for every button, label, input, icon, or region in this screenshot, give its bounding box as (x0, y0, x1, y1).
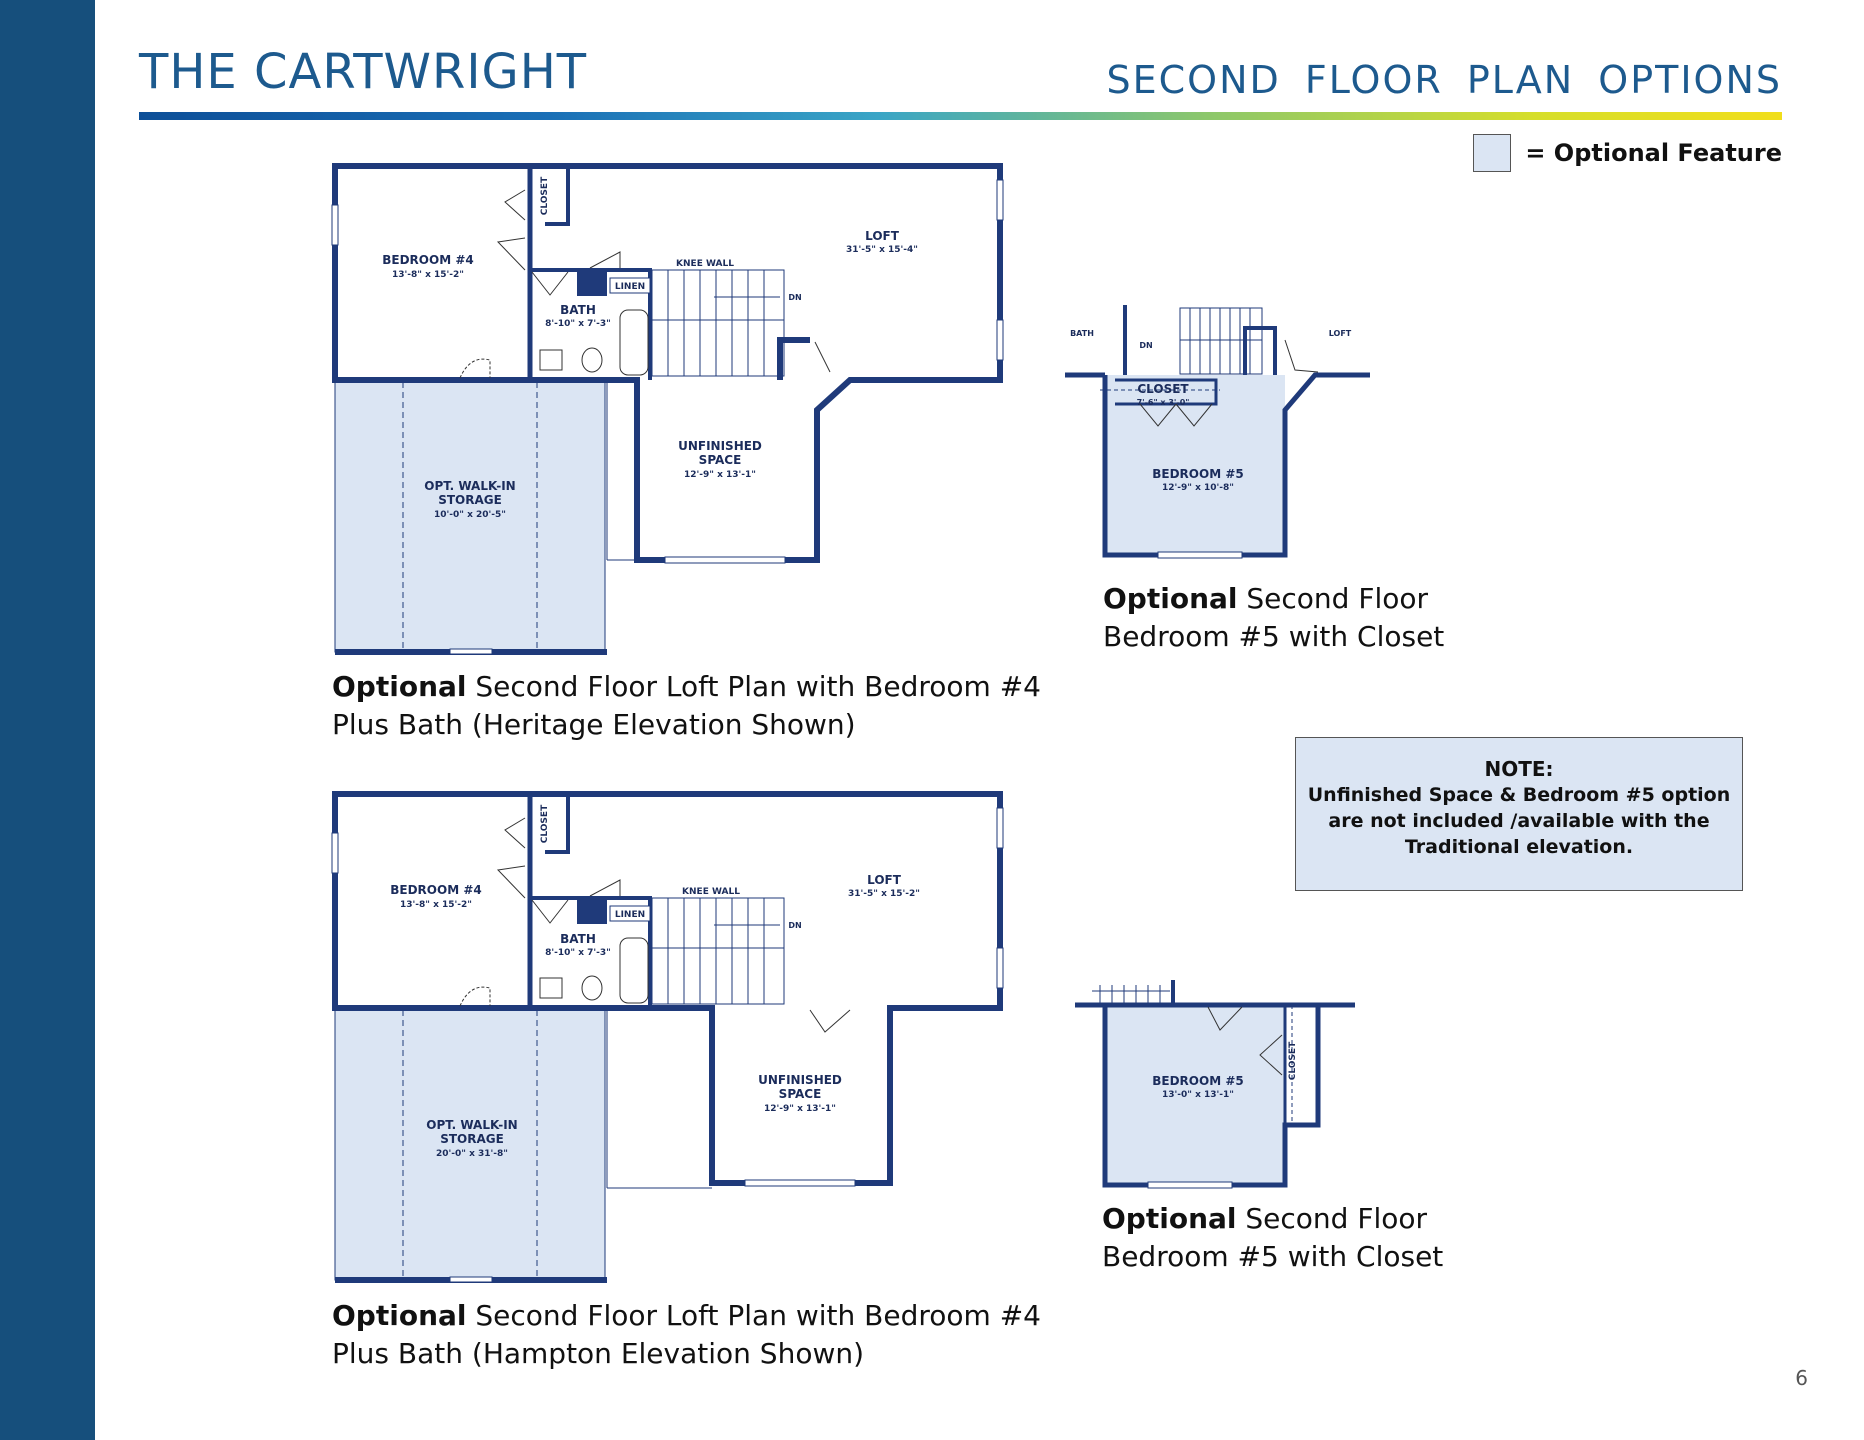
floor-plan-hampton: BEDROOM #4 13'-8" x 15'-2" CLOSET LINEN … (331, 791, 1004, 1283)
storage-label-2: STORAGE (440, 1132, 504, 1146)
unfinished-label-2: SPACE (779, 1087, 822, 1101)
bedroom4-size: 13'-8" x 15'-2" (400, 900, 472, 910)
caption-bed5-a: Optional Second Floor Bedroom #5 with Cl… (1103, 580, 1444, 656)
loft-size: 31'-5" x 15'-2" (848, 889, 920, 899)
bath-label: BATH (560, 303, 596, 317)
bedroom5-option-a: BATH DN LOFT CLOSET 7'-6" x 3'-0" BEDROO… (1065, 305, 1370, 559)
closet-label: CLOSET (1137, 382, 1189, 396)
storage-label-1: OPT. WALK-IN (424, 479, 515, 493)
caption-heritage-line2: Plus Bath (Heritage Elevation Shown) (332, 708, 856, 741)
caption-bed5-a-bold: Optional (1103, 582, 1238, 615)
caption-bed5-b: Optional Second Floor Bedroom #5 with Cl… (1102, 1200, 1443, 1276)
note-line-2: are not included /available with the (1328, 810, 1710, 832)
closet-label: CLOSET (540, 804, 550, 843)
storage-label-2: STORAGE (438, 493, 502, 507)
bedroom4-size: 13'-8" x 15'-2" (392, 270, 464, 280)
loft-size: 31'-5" x 15'-4" (846, 245, 918, 255)
page-title: THE CARTWRIGHT (139, 44, 588, 100)
bedroom5-label: BEDROOM #5 (1152, 467, 1243, 481)
floor-plan-heritage: BEDROOM #4 13'-8" x 15'-2" CLOSET LINEN … (331, 163, 1004, 655)
unfinished-label-1: UNFINISHED (758, 1073, 842, 1087)
storage-size: 20'-0" x 31'-8" (436, 1149, 508, 1159)
caption-hampton-line2: Plus Bath (Hampton Elevation Shown) (332, 1337, 865, 1370)
closet-size: 7'-6" x 3'-0" (1137, 398, 1190, 407)
unfinished-label-1: UNFINISHED (678, 439, 762, 453)
dn-label: DN (1139, 341, 1152, 350)
storage-size: 10'-0" x 20'-5" (434, 510, 506, 520)
bedroom4-label: BEDROOM #4 (382, 253, 473, 267)
bedroom5-area (1105, 375, 1285, 555)
dn-label: DN (788, 293, 801, 302)
sidebar-band (0, 0, 95, 1440)
caption-heritage-bold: Optional (332, 670, 467, 703)
bedroom5-size: 13'-0" x 13'-1" (1162, 1090, 1234, 1100)
bath-size: 8'-10" x 7'-3" (545, 948, 611, 958)
closet-label: CLOSET (540, 176, 550, 215)
unfinished-size: 12'-9" x 13'-1" (764, 1104, 836, 1114)
caption-heritage-line1: Second Floor Loft Plan with Bedroom #4 (466, 670, 1041, 703)
storage-label-1: OPT. WALK-IN (426, 1118, 517, 1132)
loft-label: LOFT (1329, 329, 1352, 338)
bedroom5-area (1105, 1005, 1285, 1185)
knee-wall-label: KNEE WALL (676, 259, 734, 269)
bath-label: BATH (1070, 329, 1094, 338)
bedroom5-option-b: CLOSET BEDROOM #5 13'-0" x 13'-1" (1075, 980, 1355, 1189)
caption-bed5-b-bold: Optional (1102, 1202, 1237, 1235)
knee-wall-label: KNEE WALL (682, 887, 740, 897)
loft-label: LOFT (867, 873, 902, 887)
unfinished-size: 12'-9" x 13'-1" (684, 470, 756, 480)
linen-label: LINEN (615, 910, 645, 920)
bedroom5-label: BEDROOM #5 (1152, 1074, 1243, 1088)
bedroom4-label: BEDROOM #4 (390, 883, 481, 897)
loft-label: LOFT (865, 229, 900, 243)
caption-bed5-b-line2: Bedroom #5 with Closet (1102, 1240, 1444, 1273)
page-number: 6 (1795, 1366, 1808, 1390)
bath-label: BATH (560, 932, 596, 946)
note-heading: NOTE: (1484, 757, 1554, 781)
caption-bed5-a-line2: Bedroom #5 with Closet (1103, 620, 1445, 653)
bedroom5-size: 12'-9" x 10'-8" (1162, 483, 1234, 493)
linen-label: LINEN (615, 282, 645, 292)
caption-hampton-bold: Optional (332, 1299, 467, 1332)
note-box: NOTE: Unfinished Space & Bedroom #5 opti… (1295, 737, 1743, 891)
note-line-3: Traditional elevation. (1404, 836, 1634, 858)
storage-area (334, 379, 606, 653)
dn-label: DN (788, 921, 801, 930)
unfinished-label-2: SPACE (699, 453, 742, 467)
caption-heritage: Optional Second Floor Loft Plan with Bed… (332, 668, 1041, 744)
caption-bed5-b-line1: Second Floor (1236, 1202, 1428, 1235)
closet-label: CLOSET (1288, 1041, 1298, 1080)
caption-hampton: Optional Second Floor Loft Plan with Bed… (332, 1297, 1041, 1373)
page-subtitle: SECOND FLOOR PLAN OPTIONS (1106, 58, 1782, 102)
caption-hampton-line1: Second Floor Loft Plan with Bedroom #4 (466, 1299, 1041, 1332)
bath-size: 8'-10" x 7'-3" (545, 319, 611, 329)
legend-swatch (1473, 134, 1512, 172)
legend: = Optional Feature (1473, 134, 1782, 172)
legend-label: = Optional Feature (1525, 139, 1782, 167)
header-gradient-rule (139, 112, 1782, 120)
storage-area (334, 1007, 606, 1281)
caption-bed5-a-line1: Second Floor (1237, 582, 1429, 615)
note-line-1: Unfinished Space & Bedroom #5 option (1307, 784, 1731, 806)
